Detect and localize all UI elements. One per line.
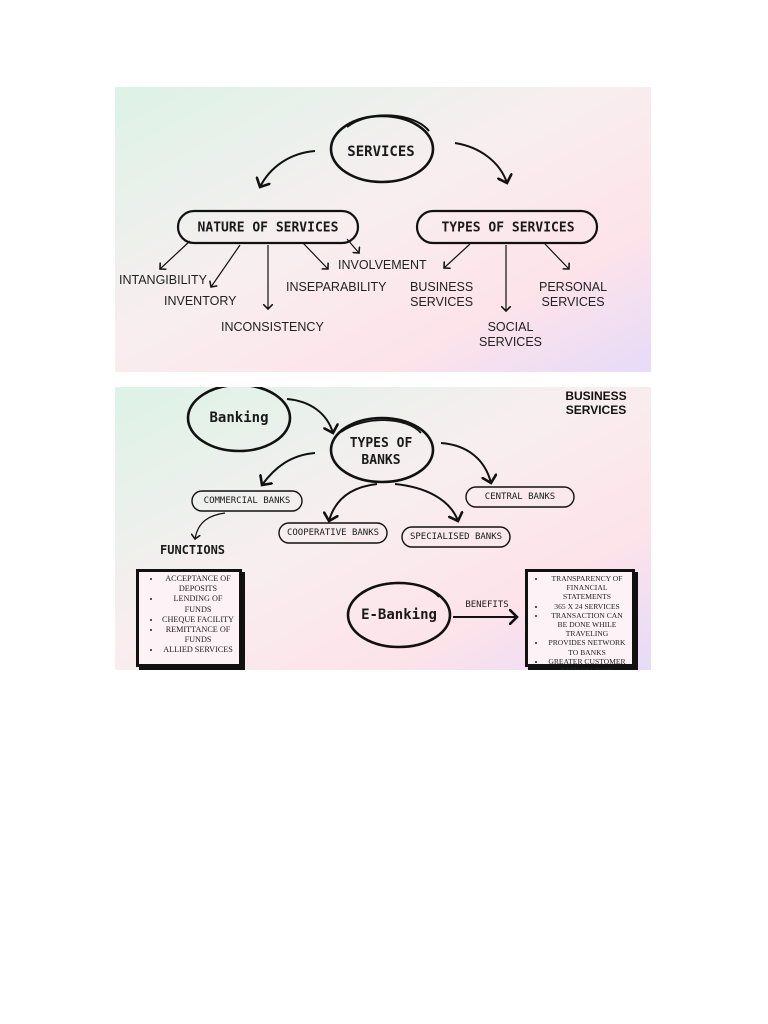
types-pill [415, 209, 599, 245]
edge-inseparability [302, 242, 328, 269]
arrow-to-functions [195, 512, 226, 539]
item-business-services: BUSINESS SERVICES [410, 280, 474, 309]
edge-inventory [211, 244, 241, 287]
ebanking-ellipse-stroke [360, 581, 440, 598]
banking-connectors [186, 387, 575, 649]
arrow-to-commercial [262, 452, 316, 485]
arrow-banking-to-types [286, 398, 333, 433]
item-involvement: INVOLVEMENT [338, 258, 427, 272]
types-of-banks-label: TYPES OF BANKS [349, 436, 413, 468]
banking-label: Banking [209, 410, 269, 426]
types-of-services-label: TYPES OF SERVICES [441, 220, 575, 236]
services-connectors [115, 114, 599, 372]
benefit-item: Provides network to banks [546, 638, 628, 656]
function-item: Lending of funds [161, 594, 235, 614]
commercial-banks-pill [191, 490, 303, 512]
specialised-banks-label: SPECIALISED BANKS [409, 532, 503, 542]
benefits-box: Transparency of financial statements 365… [525, 569, 635, 670]
benefit-item: 365 x 24 services [546, 602, 628, 611]
panel-background [115, 87, 651, 372]
functions-title: FUNCTIONS [160, 543, 226, 557]
edge-business [444, 243, 471, 268]
banking-panel: BUSINESS SERVICES Banking TYPES OF BANKS… [115, 387, 651, 670]
arrow-to-specialised [394, 483, 458, 521]
central-banks-pill [465, 486, 575, 508]
benefit-item: Transaction can be done while traveling [546, 611, 628, 639]
function-item: Cheque facility [161, 615, 235, 625]
nature-pill [176, 209, 360, 245]
edge-personal [544, 243, 569, 269]
edge-intangibility [160, 240, 191, 269]
services-root-label: SERVICES [347, 144, 415, 160]
item-inventory: INVENTORY [164, 294, 237, 308]
ebanking-label: E-Banking [361, 607, 437, 623]
specialised-banks-pill [401, 526, 511, 548]
arrow-to-types [454, 142, 507, 183]
banking-ellipse [186, 387, 292, 453]
services-root-ellipse-stroke [346, 114, 430, 132]
benefit-item: Greater customer satisfaction [546, 657, 628, 670]
function-item: Remittance of funds [161, 625, 235, 645]
edge-involvement [346, 238, 359, 253]
arrow-to-central [440, 442, 491, 483]
functions-box: Acceptance of deposits Lending of funds … [136, 569, 242, 667]
item-social-services: SOCIAL SERVICES [479, 320, 542, 349]
business-services-corner-title: BUSINESS SERVICES [565, 389, 627, 417]
benefit-item: Transparency of financial statements [546, 574, 628, 602]
item-intangibility: INTANGIBILITY [119, 273, 207, 287]
item-inconsistency: INCONSISTENCY [221, 320, 324, 334]
function-item: Acceptance of deposits [161, 574, 235, 594]
function-item: Allied services [161, 645, 235, 655]
types-ellipse-stroke [340, 419, 422, 434]
item-inseparability: INSEPARABILITY [286, 280, 387, 294]
arrow-to-cooperative [329, 483, 378, 521]
arrow-to-nature [260, 150, 316, 187]
cooperative-banks-label: COOPERATIVE BANKS [286, 528, 380, 538]
types-of-banks-ellipse [329, 416, 435, 484]
item-personal-services: PERSONAL SERVICES [539, 280, 608, 309]
commercial-banks-label: COMMERCIAL BANKS [203, 496, 291, 506]
central-banks-label: CENTRAL BANKS [484, 492, 556, 502]
services-panel: SERVICES NATURE OF SERVICES TYPES OF SER… [115, 87, 651, 372]
nature-of-services-label: NATURE OF SERVICES [197, 220, 339, 236]
cooperative-banks-pill [278, 522, 388, 544]
benefits-label: BENEFITS [465, 600, 509, 610]
